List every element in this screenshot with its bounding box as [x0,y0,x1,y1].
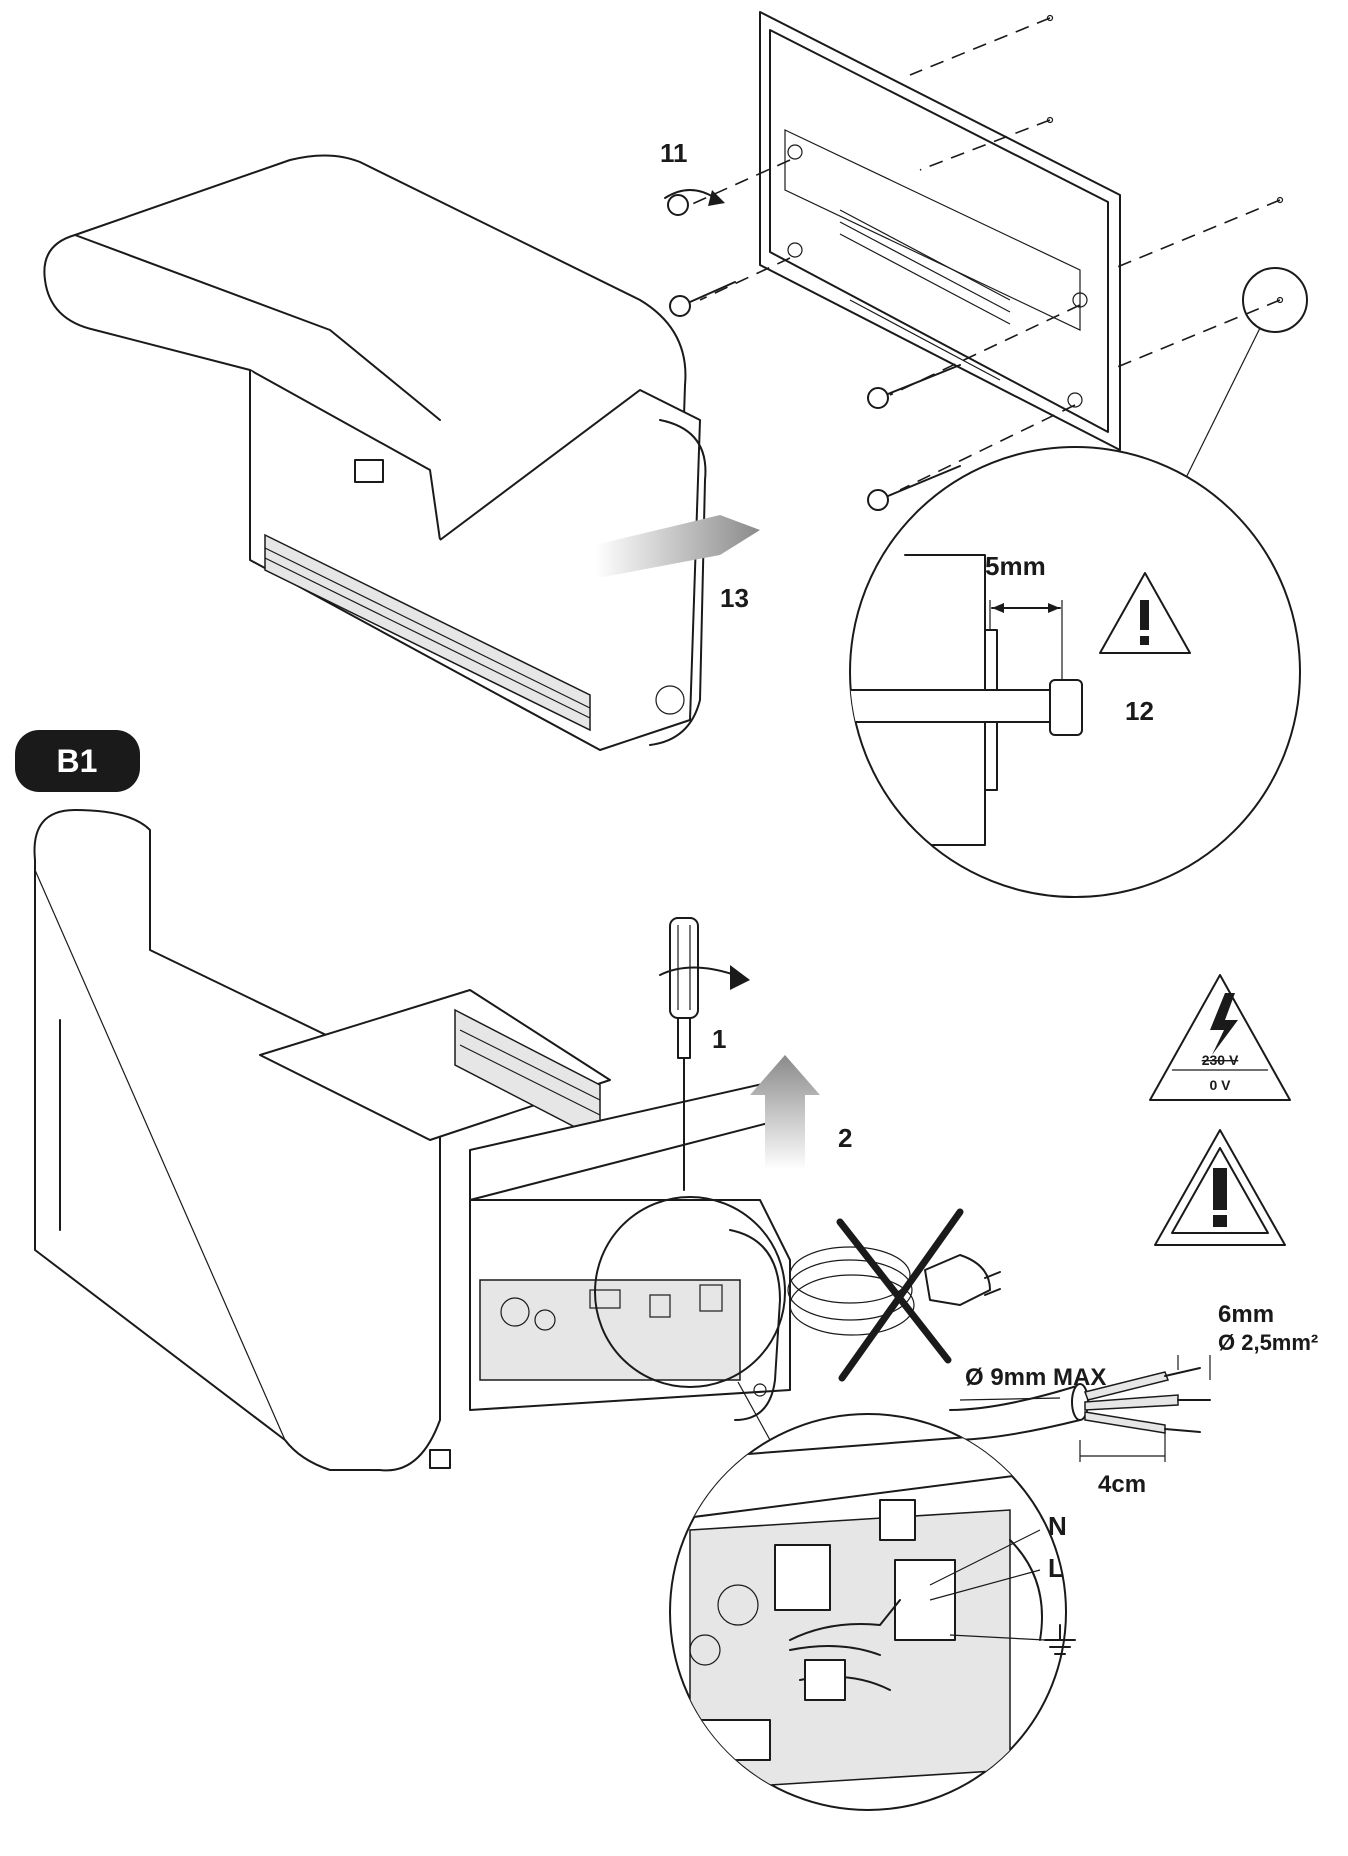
step-13-label: 13 [720,583,749,613]
heater-unit-top [43,154,760,751]
terminal-l-label: L [1048,1553,1064,1583]
step-1-label: 1 [712,1024,726,1054]
wire-section-label: Ø 2,5mm² [1218,1330,1318,1355]
step-12-label: 12 [1125,696,1154,726]
sheath-length-label: 4cm [1098,1471,1146,1498]
dimension-5mm-label: 5mm [985,551,1046,581]
cable-stripping-diagram [949,1355,1211,1462]
ground-symbol-icon [1044,1624,1076,1655]
cable-diameter-label: Ø 9mm MAX [965,1364,1106,1391]
wall-mounting-plate [759,11,1121,451]
wall-screw-set [667,14,1284,511]
electric-hazard-icon: 230 V 0 V [1149,974,1291,1101]
voltage-zero-label: 0 V [1209,1077,1231,1093]
terminal-wiring-detail [669,1413,1067,1811]
section-b1-badge: B1 [15,730,140,792]
section-b1-label: B1 [57,743,98,779]
screwdriver-icon [659,917,750,1191]
step-2-label: 2 [838,1123,852,1153]
mounting-screw-lines [689,17,1281,491]
zoom-source-circle [1242,267,1308,333]
lift-arrow-icon [750,1055,820,1170]
step-11-label: 11 [660,138,688,168]
terminal-n-label: N [1048,1511,1067,1541]
warning-triangle-icon [1154,1129,1286,1246]
crossed-plug-icon [787,1208,1001,1382]
heater-unit-bottom [33,809,791,1472]
screw-gap-detail [849,446,1301,898]
zoom-source-circle [594,1196,786,1388]
strip-length-label: 6mm [1218,1301,1274,1328]
warning-triangle-icon [1099,572,1191,654]
voltage-crossed-label: 230 V [1202,1052,1239,1068]
